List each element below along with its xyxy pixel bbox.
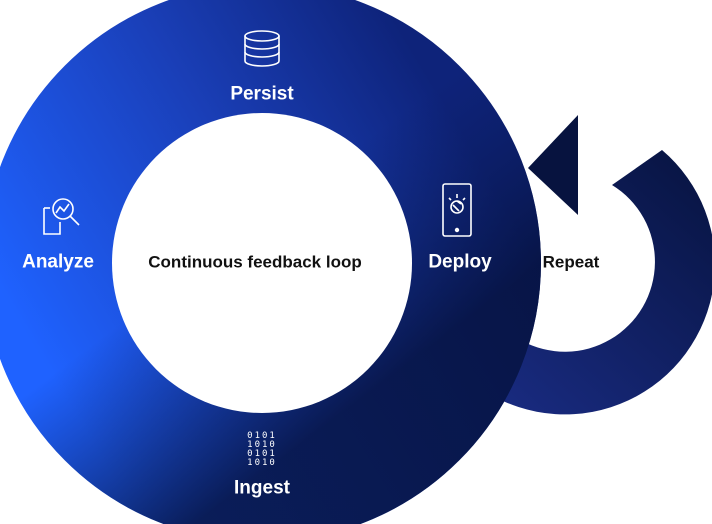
binary-row: 0101 xyxy=(247,449,277,459)
stage-label-ingest: Ingest xyxy=(234,477,290,499)
document-analysis-icon xyxy=(43,198,80,235)
binary-row: 0101 xyxy=(247,431,277,441)
center-disc xyxy=(112,113,412,413)
center-label: Continuous feedback loop xyxy=(148,252,362,272)
main-ring xyxy=(0,0,541,524)
binary-data-icon: 0101 1010 0101 1010 xyxy=(247,431,277,468)
binary-row: 1010 xyxy=(247,440,277,450)
binary-row: 1010 xyxy=(247,458,277,468)
stage-label-deploy: Deploy xyxy=(428,251,492,273)
stage-label-analyze: Analyze xyxy=(22,251,94,273)
repeat-arrowhead xyxy=(528,115,578,215)
repeat-label: Repeat xyxy=(542,252,600,272)
mobile-device-icon xyxy=(442,183,472,237)
database-icon xyxy=(244,30,280,67)
stage-label-persist: Persist xyxy=(230,83,294,105)
main-ring-shade xyxy=(0,0,541,524)
